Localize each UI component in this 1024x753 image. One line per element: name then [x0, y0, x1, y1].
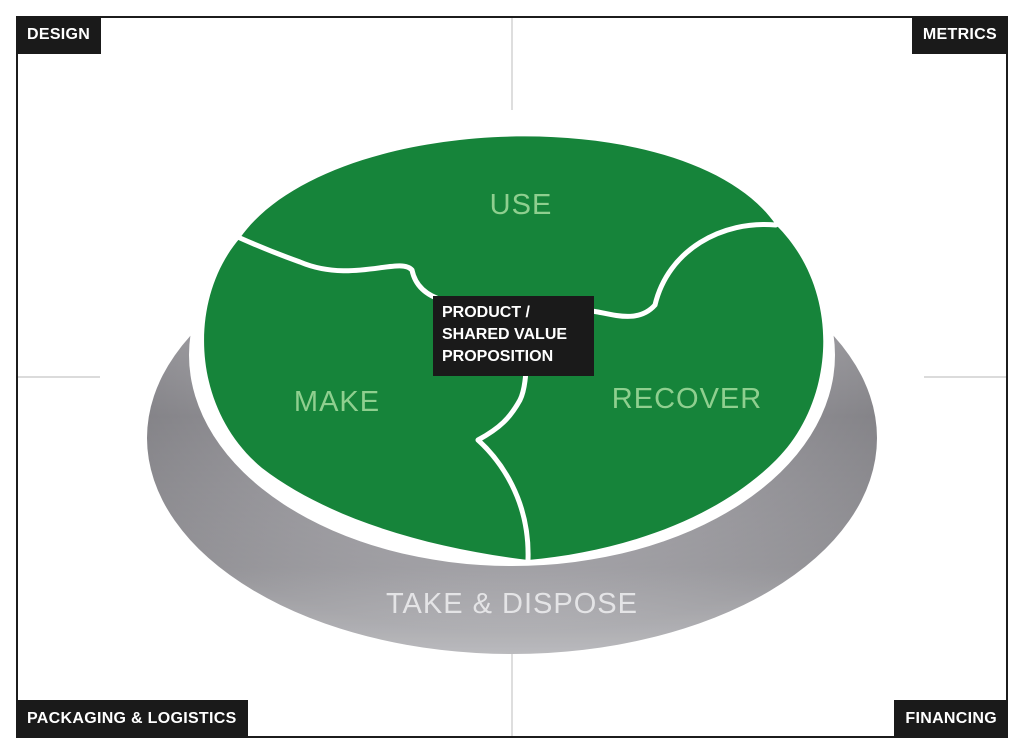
use-label: USE	[490, 189, 553, 221]
make-label: MAKE	[294, 386, 380, 418]
value-proposition-box: PRODUCT / SHARED VALUE PROPOSITION	[433, 296, 594, 376]
corner-label-financing: FINANCING	[894, 700, 1008, 738]
take-dispose-label: TAKE & DISPOSE	[386, 588, 638, 620]
recover-label: RECOVER	[612, 383, 762, 415]
quadrant-guides	[18, 18, 1006, 736]
corner-label-design: DESIGN	[16, 16, 102, 54]
corner-label-metrics: METRICS	[911, 16, 1008, 54]
value-proposition-line-1: PRODUCT /	[442, 304, 530, 321]
value-proposition-line-2: SHARED VALUE	[442, 326, 568, 343]
value-proposition-line-3: PROPOSITION	[442, 348, 554, 365]
corner-label-packaging-logistics: PACKAGING & LOGISTICS	[16, 700, 248, 738]
use-segment[interactable]	[240, 136, 776, 317]
